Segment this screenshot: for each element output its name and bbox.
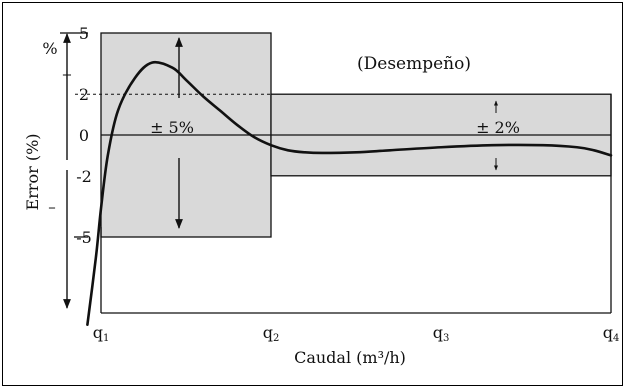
y-tick-label: -5: [76, 228, 92, 247]
minus-sign: –: [48, 198, 56, 216]
y-tick-label: 2: [79, 85, 89, 104]
y-tick-label: -2: [76, 167, 92, 186]
performance-label: (Desempeño): [357, 54, 471, 74]
zone2-label: ± 2%: [476, 118, 520, 137]
x-tick-label: q2: [263, 323, 280, 344]
y-unit-label: %: [42, 39, 57, 58]
x-tick-label: q4: [603, 323, 620, 344]
y-axis-label: Error (%): [23, 133, 42, 210]
x-tick-label: q3: [433, 323, 450, 344]
x-tick-label: q1: [93, 323, 110, 344]
plus-sign: +: [62, 68, 73, 83]
error-curve: [86, 60, 613, 327]
y-tick-label: 0: [79, 126, 89, 145]
zone1-label: ± 5%: [150, 118, 194, 137]
x-axis-label: Caudal (m³/h): [294, 348, 406, 367]
y-tick-label: 5: [79, 24, 89, 43]
